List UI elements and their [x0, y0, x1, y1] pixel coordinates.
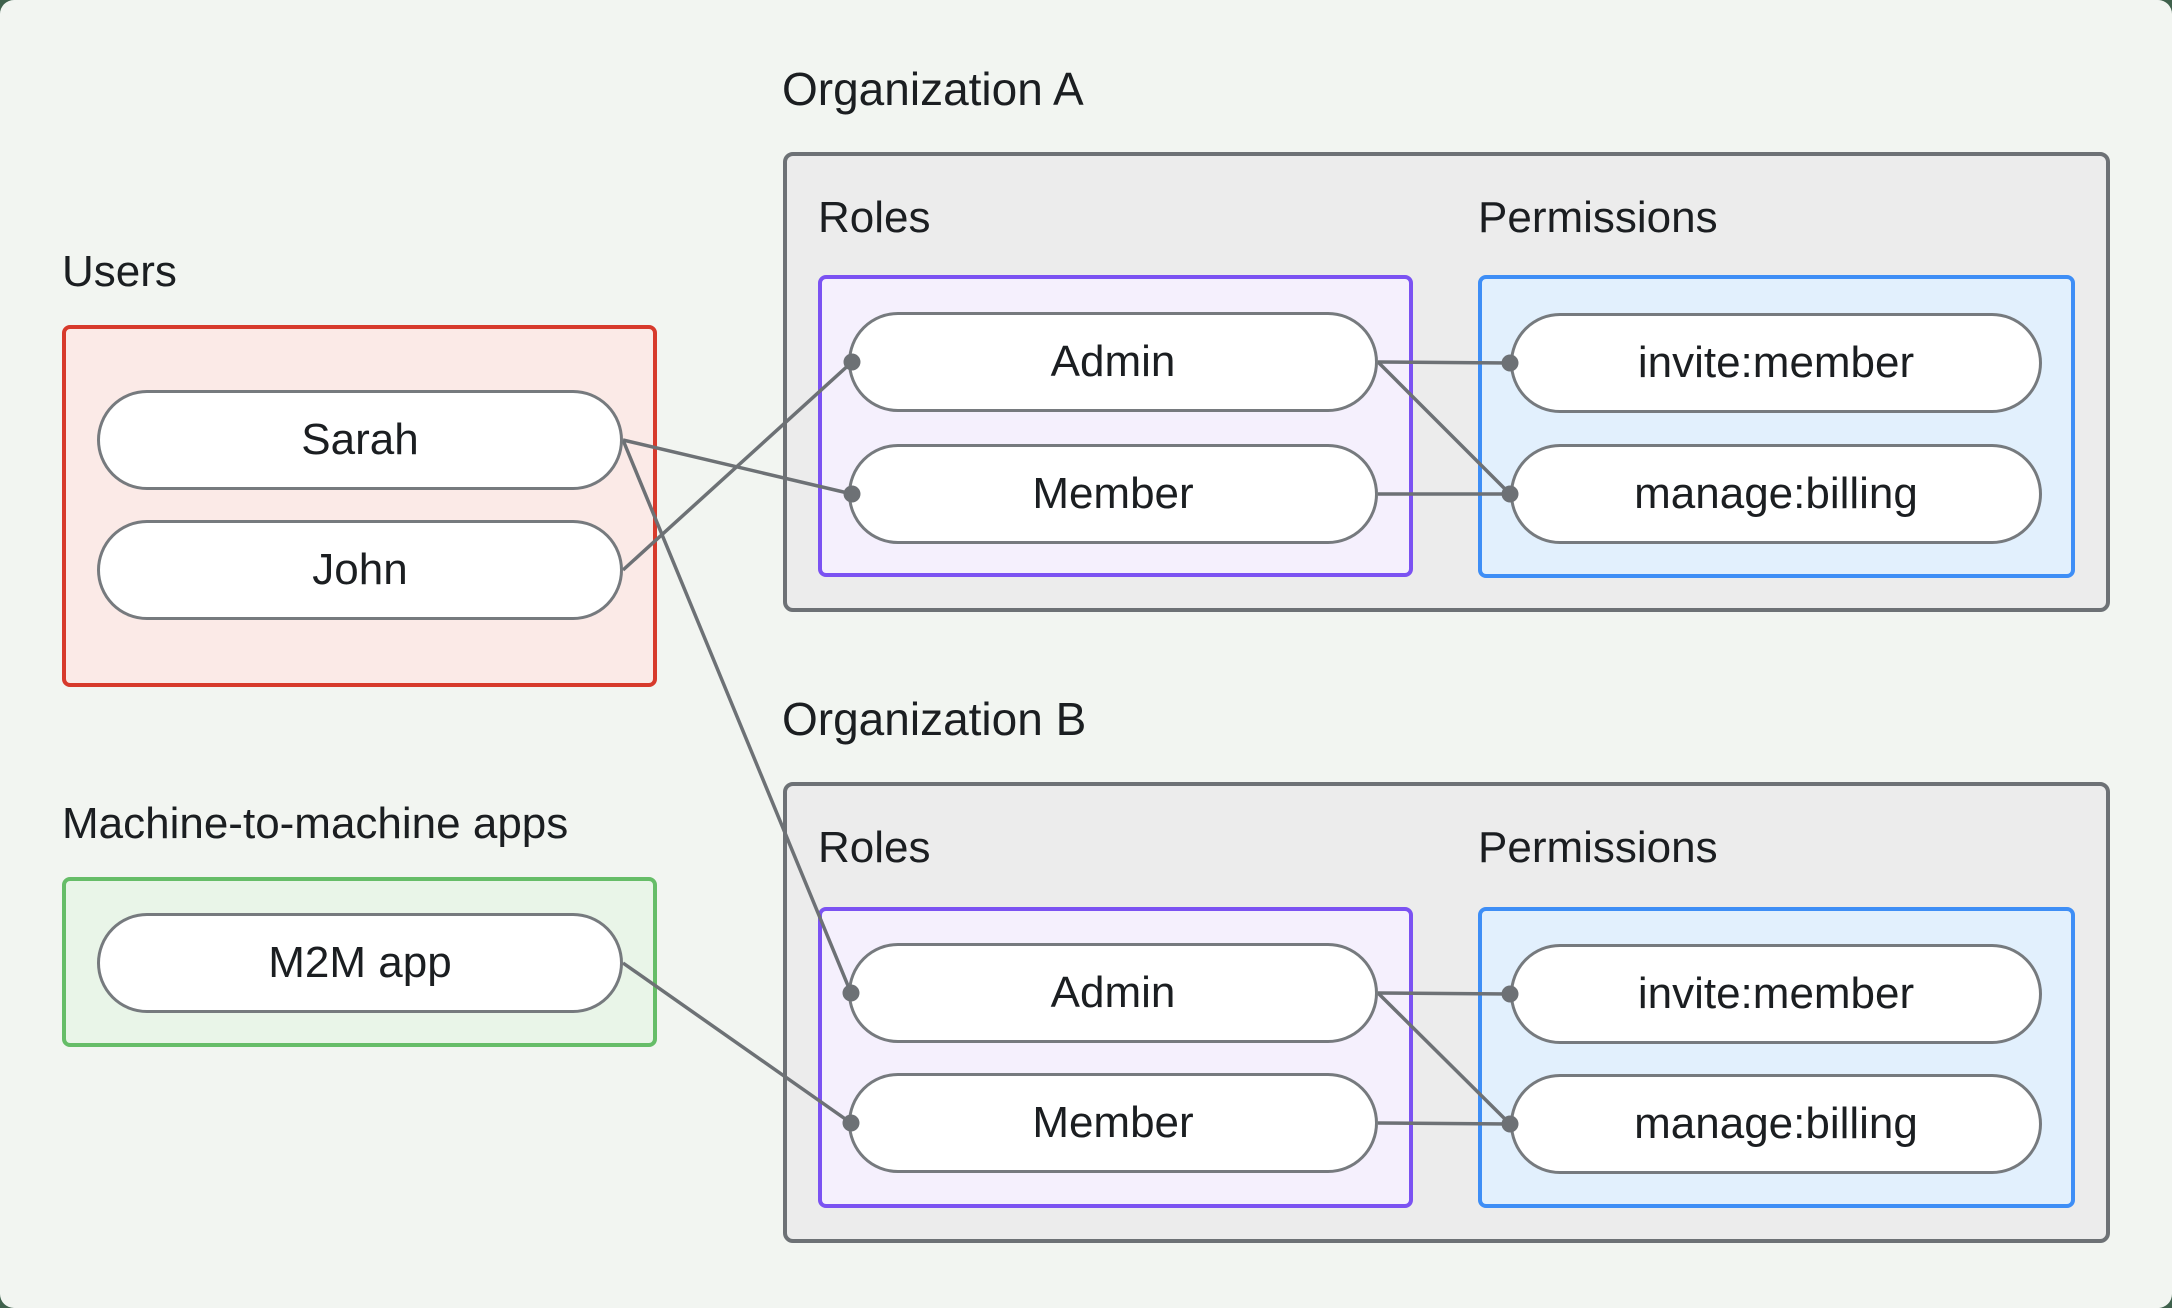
org-a-permission-manage-billing: manage:billing	[1510, 444, 2042, 544]
org-a-permissions-label: Permissions	[1478, 193, 1718, 242]
org-a-roles-label: Roles	[818, 193, 931, 242]
org-a-role-admin: Admin	[848, 312, 1378, 412]
users-group-box	[62, 325, 657, 687]
org-b-permission-invite-member: invite:member	[1510, 944, 2042, 1044]
org-b-permissions-label: Permissions	[1478, 823, 1718, 872]
org-b-role-member: Member	[848, 1073, 1378, 1173]
org-b-roles-label: Roles	[818, 823, 931, 872]
org-b-title: Organization B	[782, 693, 1087, 745]
org-a-role-member: Member	[848, 444, 1378, 544]
org-a-permission-invite-member: invite:member	[1510, 313, 2042, 413]
users-section-label: Users	[62, 247, 177, 296]
org-b-role-admin: Admin	[848, 943, 1378, 1043]
org-a-title: Organization A	[782, 63, 1084, 115]
user-node-sarah: Sarah	[97, 390, 623, 490]
user-node-john: John	[97, 520, 623, 620]
m2m-node-app: M2M app	[97, 913, 623, 1013]
org-b-permission-manage-billing: manage:billing	[1510, 1074, 2042, 1174]
m2m-section-label: Machine-to-machine apps	[62, 799, 569, 848]
